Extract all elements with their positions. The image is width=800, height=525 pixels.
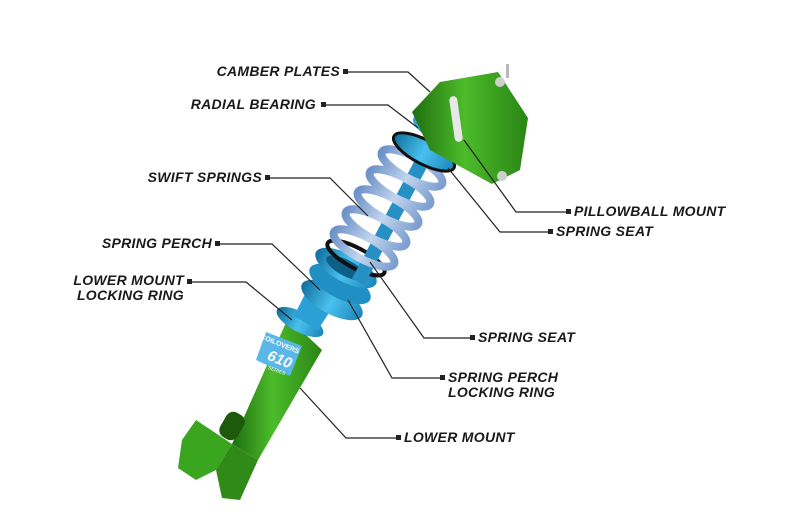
label-lower-mount-locking-ring-line1: LOWER MOUNT (73, 272, 184, 288)
lower-mount-body (178, 318, 322, 500)
spring-coils (329, 145, 447, 271)
lower-mount-locking-ring-part (276, 306, 324, 338)
leader-radial-bearing (326, 104, 419, 129)
label-spring-perch: SPRING PERCH (101, 235, 212, 251)
leader-lower-mount-locking-ring (192, 281, 293, 321)
label-lower-mount-locking-ring-line2: LOCKING RING (76, 287, 184, 303)
label-spring-perch-locking-ring-line1: SPRING PERCH (448, 369, 559, 385)
leader-spring-perch-locking-ring (347, 299, 440, 379)
label-camber-plates: CAMBER PLATES (216, 63, 340, 79)
label-lower-mount-locking-ring: LOWER MOUNT LOCKING RING (20, 273, 184, 303)
leader-spring-seat-lower (369, 261, 470, 339)
label-spring-perch-locking-ring: SPRING PERCH LOCKING RING (448, 370, 558, 400)
camber-plate-part (412, 64, 528, 184)
leader-spring-seat-upper (447, 167, 548, 233)
label-radial-bearing: RADIAL BEARING (190, 96, 316, 112)
label-spring-perch-locking-ring-line2: LOCKING RING (448, 384, 556, 400)
leader-lines (192, 71, 566, 439)
label-lower-mount: LOWER MOUNT (404, 429, 515, 445)
leader-endpoints (187, 69, 571, 440)
label-swift-springs: SWIFT SPRINGS (147, 169, 262, 185)
spring-seat-lower-part (325, 238, 387, 278)
leader-swift-springs (270, 177, 369, 217)
label-pillowball-mount: PILLOWBALL MOUNT (574, 203, 726, 219)
leader-lower-mount (299, 387, 396, 439)
leader-spring-perch (220, 243, 321, 291)
series-decal: COILOVERS 610 SERIES (256, 332, 302, 378)
label-spring-seat-upper: SPRING SEAT (556, 223, 654, 239)
label-spring-seat-lower: SPRING SEAT (478, 329, 576, 345)
threaded-body (294, 292, 332, 330)
leader-camber-plates (348, 71, 431, 93)
leader-pillowball-mount (463, 139, 566, 213)
